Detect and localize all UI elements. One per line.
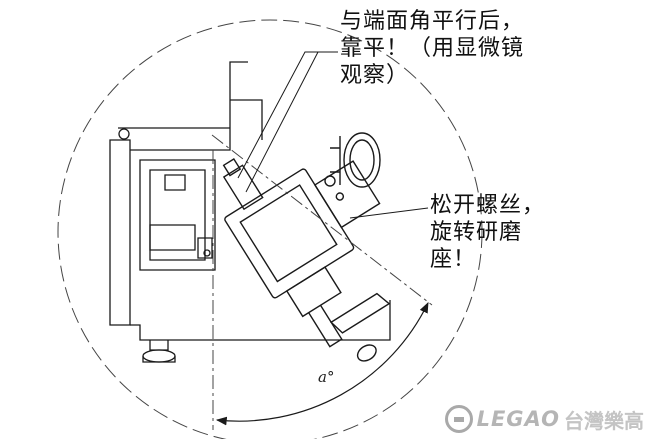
leader-lines (237, 51, 429, 219)
logo-brand-text: LEGAO (476, 407, 560, 431)
dashed-reference-circle (57, 19, 483, 439)
inclined-axis (211, 134, 433, 306)
machine-housing (109, 61, 391, 341)
base-knob (142, 340, 176, 363)
leader-line-top (237, 51, 338, 179)
logo-chinese-text: 台灣樂高 (564, 408, 644, 433)
callout-align-end-face: 与端面角平行后， 靠平！（用显微镜 观察） (340, 9, 525, 88)
eyepiece (324, 132, 381, 188)
leader-line-top-2 (245, 51, 319, 193)
legao-mark-icon (444, 405, 473, 433)
angle-label: a° (318, 368, 335, 386)
angle-arc (215, 302, 429, 426)
leader-line-right (349, 207, 429, 219)
callout-loosen-screw: 松开螺丝， 旋转研磨 座！ (430, 193, 546, 272)
legao-logo: LEGAO 台灣樂高 (444, 403, 644, 435)
grinding-seat (222, 158, 391, 362)
